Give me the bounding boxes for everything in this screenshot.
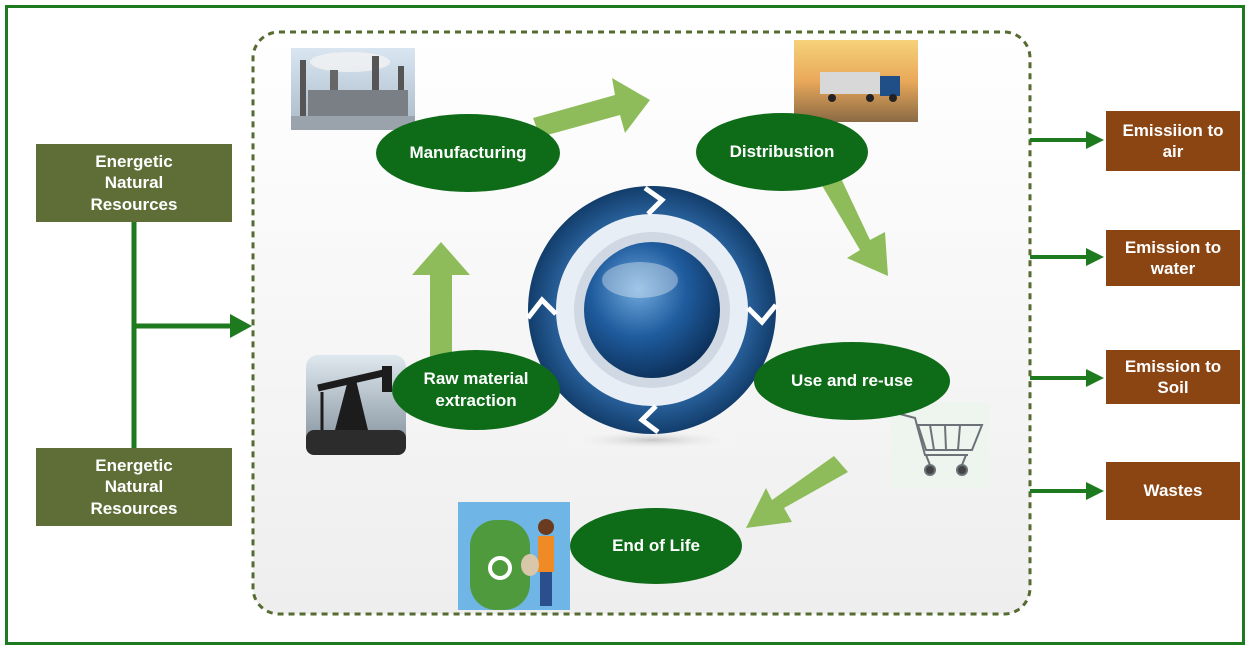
output-arrow-water: [1030, 248, 1104, 266]
output-emission-soil-line-1: Emission to: [1124, 356, 1222, 376]
recycling-bin-icon: [458, 502, 570, 610]
input-resources-top: Energetic Natural Resources: [36, 144, 232, 222]
input-resources-top-line-1: Energetic: [95, 152, 173, 172]
output-arrow-wastes: [1030, 482, 1104, 500]
input-resources-bottom-line-2: Natural: [104, 477, 164, 497]
stage-raw-material-line-2: extraction: [435, 391, 517, 410]
output-wastes: Wastes: [1106, 462, 1240, 520]
stage-raw-material-line-1: Raw material: [423, 368, 529, 388]
output-emission-soil: Emission to Soil: [1106, 350, 1240, 404]
input-arrowhead: [230, 314, 252, 338]
output-emission-soil-line-2: Soil: [1157, 378, 1189, 397]
cycle-arrow-use-to-endoflife: [746, 456, 848, 528]
input-resources-top-line-2: Natural: [104, 173, 164, 193]
stage-distribution-label: Distribustion: [729, 141, 835, 161]
input-resources-bottom: Energetic Natural Resources: [36, 448, 232, 526]
cycle-arrow-manufacturing-to-distribution: [533, 78, 650, 137]
input-connector: [131, 218, 252, 452]
input-resources-bottom-line-3: Resources: [90, 498, 178, 518]
output-arrow-air: [1030, 131, 1104, 149]
output-emission-water-line-2: water: [1150, 259, 1196, 278]
output-emission-air-line-2: air: [1162, 142, 1184, 161]
stage-manufacturing-label: Manufacturing: [409, 142, 527, 162]
stage-end-of-life: End of Life: [570, 508, 742, 584]
stage-distribution: Distribustion: [696, 113, 868, 191]
shopping-cart-icon: [891, 402, 989, 488]
cycle-arrow-distribution-to-use: [820, 172, 888, 276]
stage-end-of-life-label: End of Life: [612, 535, 700, 555]
cycle-arrow-raw-to-manufacturing: [412, 242, 470, 358]
stage-use-reuse-label: Use and re-use: [791, 370, 913, 390]
oil-pump-icon: [306, 355, 406, 455]
factory-icon: [291, 48, 415, 130]
stage-raw-material: Raw material extraction: [392, 350, 560, 430]
input-resources-bottom-line-1: Energetic: [95, 456, 173, 476]
stage-use-reuse: Use and re-use: [754, 342, 950, 420]
truck-icon: [794, 40, 918, 122]
output-emission-air-line-1: Emissiion to: [1122, 120, 1224, 140]
output-emission-air: Emissiion to air: [1106, 111, 1240, 171]
input-resources-top-line-3: Resources: [90, 194, 178, 214]
output-arrow-soil: [1030, 369, 1104, 387]
output-wastes-label: Wastes: [1143, 481, 1203, 501]
cycle-ring-icon: [526, 185, 778, 450]
stage-manufacturing: Manufacturing: [376, 114, 560, 192]
output-emission-water: Emission to water: [1106, 230, 1240, 286]
output-emission-water-line-1: Emission to: [1124, 237, 1222, 257]
